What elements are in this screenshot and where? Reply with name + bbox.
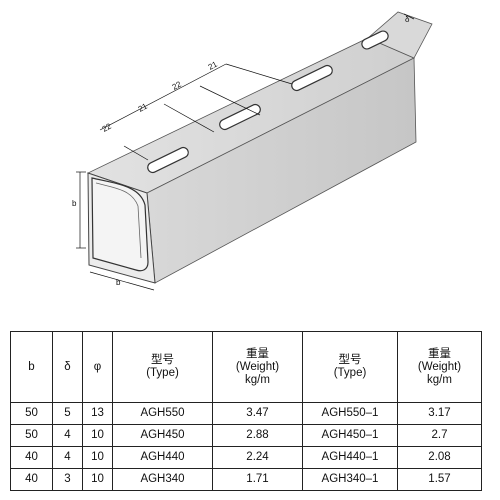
table-header-text: 重量 bbox=[246, 347, 269, 360]
table-cell: 1.71 bbox=[212, 468, 303, 491]
table-header-text: δ bbox=[64, 360, 71, 373]
table-cell: 2.08 bbox=[397, 446, 482, 469]
table-cell: 3.47 bbox=[212, 402, 303, 425]
table-header-text: (Weight) bbox=[417, 360, 462, 373]
table-cell: 10 bbox=[82, 446, 113, 469]
table-cell: 3 bbox=[52, 468, 83, 491]
table-cell: AGH450 bbox=[112, 424, 213, 447]
table-cell: 50 bbox=[10, 424, 53, 447]
table-cell: 10 bbox=[82, 468, 113, 491]
dim-label-21b: 21 bbox=[207, 59, 220, 71]
dim-label-21a: 21 bbox=[137, 101, 150, 113]
table-cell: AGH340 bbox=[112, 468, 213, 491]
table-header-cell: b bbox=[10, 331, 53, 403]
table-header-text: (Type) bbox=[333, 367, 367, 379]
table-header-cell: 型号(Type) bbox=[112, 331, 213, 403]
table-cell: 4 bbox=[52, 446, 83, 469]
table-cell: 3.17 bbox=[397, 402, 482, 425]
table-cell: 40 bbox=[10, 446, 53, 469]
table-cell: 5 bbox=[52, 402, 83, 425]
table-cell: AGH550–1 bbox=[302, 402, 398, 425]
table-cell: AGH440–1 bbox=[302, 446, 398, 469]
table-header-text: kg/m bbox=[245, 373, 270, 386]
table-cell: 4 bbox=[52, 424, 83, 447]
dim-label-22a: 22 bbox=[101, 121, 114, 133]
table-cell: 50 bbox=[10, 402, 53, 425]
table-header-text: b bbox=[28, 360, 35, 373]
table-cell: 40 bbox=[10, 468, 53, 491]
table-cell: 2.88 bbox=[212, 424, 303, 447]
table-cell: AGH440 bbox=[112, 446, 213, 469]
dim-label-delta: δ bbox=[405, 15, 410, 24]
dim-label-b-side: b bbox=[72, 199, 77, 208]
table-cell: 2.24 bbox=[212, 446, 303, 469]
table-header-cell: 重量(Weight)kg/m bbox=[397, 331, 482, 403]
table-header-cell: 型号(Type) bbox=[302, 331, 398, 403]
table-cell: AGH450–1 bbox=[302, 424, 398, 447]
table-cell: 2.7 bbox=[397, 424, 482, 447]
dim-label-22b: 22 bbox=[171, 79, 184, 91]
table-cell: 10 bbox=[82, 424, 113, 447]
table-header-cell: δ bbox=[52, 331, 83, 403]
table-header-text: kg/m bbox=[427, 373, 452, 386]
strip-end bbox=[367, 11, 433, 59]
dimension-lines bbox=[76, 13, 415, 291]
table-header-text: φ bbox=[93, 360, 102, 373]
table-cell: 13 bbox=[82, 402, 113, 425]
dim-label-b-bottom: b bbox=[116, 278, 121, 287]
table-header-text: (Weight) bbox=[235, 360, 280, 373]
table-header-text: 型号 bbox=[151, 354, 174, 366]
table-header-cell: φ bbox=[82, 331, 113, 403]
table-cell: AGH550 bbox=[112, 402, 213, 425]
slot-holes bbox=[147, 30, 389, 174]
table-header-text: 重量 bbox=[428, 347, 451, 360]
table-header-text: 型号 bbox=[338, 354, 362, 366]
channel-drawing: 22 21 22 21 b b δ bbox=[72, 11, 433, 291]
table-header-text: (Type) bbox=[146, 367, 179, 379]
table-header-cell: 重量(Weight)kg/m bbox=[212, 331, 303, 403]
channel-section-profile bbox=[91, 177, 149, 272]
table-cell: 1.57 bbox=[397, 468, 482, 491]
table-cell: AGH340–1 bbox=[302, 468, 398, 491]
